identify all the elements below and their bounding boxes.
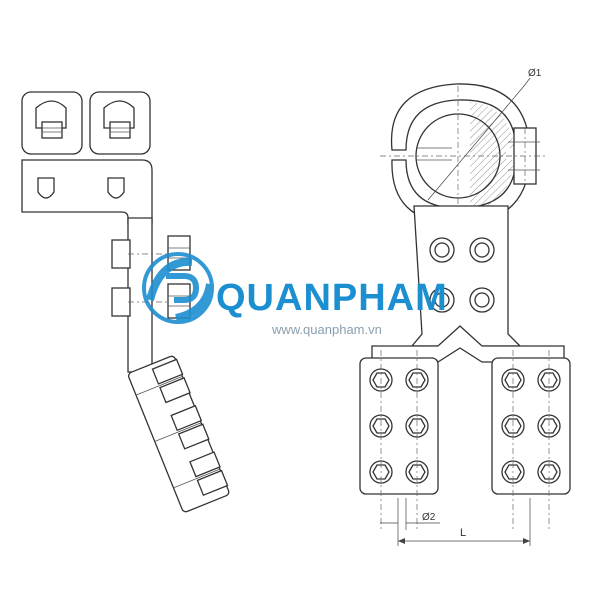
dimension-length-label: L (460, 527, 466, 539)
side-view (21, 91, 230, 513)
side-view-terminal-pad (127, 355, 230, 513)
side-view-clamp-right (89, 91, 151, 155)
side-view-clamp-left (21, 91, 83, 155)
watermark-url: www.quanpham.vn (271, 322, 382, 337)
watermark-brand-name: QUANPHAM (216, 277, 448, 319)
front-view-terminal-pad-right (491, 350, 571, 530)
dimension-d1-label: Ø1 (528, 68, 542, 79)
dimension-length: L (397, 498, 531, 546)
body-bolt (469, 237, 495, 263)
dimension-d2-label: Ø2 (422, 512, 436, 523)
side-view-arm (111, 217, 191, 373)
body-bolt (469, 287, 495, 313)
watermark: QUANPHAM www.quanpham.vn (142, 252, 448, 337)
front-view: Ø1 (359, 68, 571, 546)
qp-logo-icon (142, 252, 214, 324)
front-view-terminal-pad-left (359, 350, 439, 530)
front-view-body-plate (410, 205, 522, 347)
dimension-d1: Ø1 (427, 68, 542, 201)
body-bolt (429, 237, 455, 263)
dimension-d2: Ø2 (380, 498, 440, 530)
side-view-base-plate (21, 159, 153, 225)
